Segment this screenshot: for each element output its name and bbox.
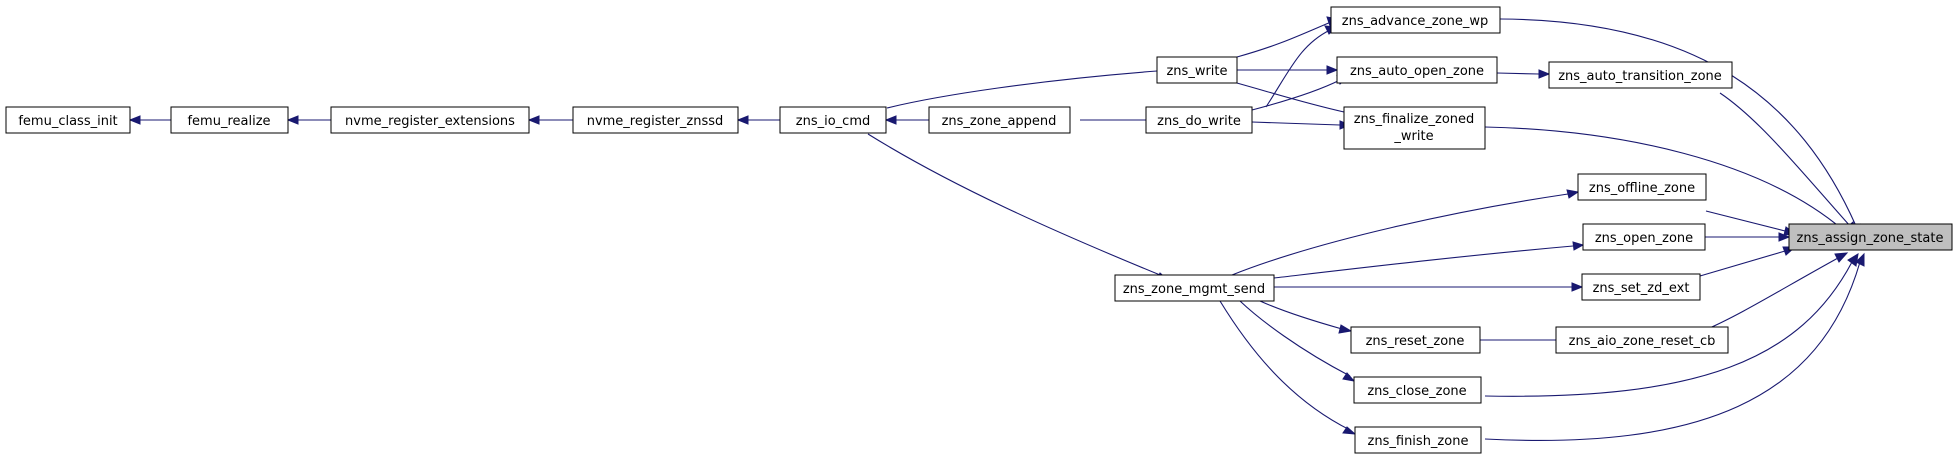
edge-zns-reset-zone-to-zns-zone-mgmt-send [1259,300,1353,334]
edge-nvme-register-znssd-to-nvme-register-extensions [527,115,573,125]
node-label: zns_auto_open_zone [1350,64,1484,79]
edge-zns-assign-zone-state-to-zns-finish-zone [1484,252,1865,442]
node-label: zns_close_zone [1367,384,1466,399]
node-label: zns_do_write [1157,114,1241,129]
edge-nvme-register-extensions-to-femu-realize [286,115,331,125]
node-zns-zone-append[interactable]: zns_zone_append [928,106,1071,134]
node-zns-do-write[interactable]: zns_do_write [1145,106,1253,134]
node-zns-finalize-zoned-write[interactable]: zns_finalize_zoned _write [1343,106,1486,150]
edge-zns-aio-zone-reset-cb-to-zns-reset-zone [1480,335,1568,345]
node-label: nvme_register_znssd [587,114,724,129]
node-zns-offline-zone[interactable]: zns_offline_zone [1577,173,1707,201]
edge-zns-assign-zone-state-to-zns-offline-zone [1705,210,1797,236]
node-label: zns_advance_zone_wp [1342,14,1489,29]
node-label: zns_io_cmd [796,114,870,129]
node-zns-open-zone[interactable]: zns_open_zone [1582,223,1706,251]
edge-zns-open-zone-to-zns-zone-mgmt-send [1273,241,1585,279]
node-label: zns_auto_transition_zone [1558,69,1722,84]
edge-zns-offline-zone-to-zns-zone-mgmt-send [1231,189,1580,276]
node-zns-auto-open-zone[interactable]: zns_auto_open_zone [1336,56,1498,84]
edge-femu-realize-to-femu-class-init [128,115,171,125]
node-label: zns_zone_mgmt_send [1123,282,1265,297]
node-label: femu_realize [187,114,270,129]
graph-nodes: femu_class_init femu_realize nvme_regist… [5,6,1953,454]
node-label: zns_reset_zone [1366,334,1465,349]
node-label: zns_zone_append [942,114,1057,129]
edge-zns-auto-transition-zone-to-zns-auto-open-zone [1496,69,1551,79]
edge-zns-finalize-zoned-write-to-zns-write [1225,79,1345,113]
edge-zns-assign-zone-state-to-zns-close-zone [1484,253,1859,397]
edge-zns-zone-append-to-zns-io-cmd [884,115,929,125]
node-label: zns_aio_zone_reset_cb [1569,334,1716,349]
node-zns-auto-transition-zone[interactable]: zns_auto_transition_zone [1548,61,1733,89]
edge-zns-advance-zone-wp-to-zns-write [1236,16,1340,58]
node-femu-class-init[interactable]: femu_class_init [5,106,131,134]
node-femu-realize[interactable]: femu_realize [170,106,289,134]
node-zns-aio-zone-reset-cb[interactable]: zns_aio_zone_reset_cb [1555,326,1729,354]
node-zns-set-zd-ext[interactable]: zns_set_zd_ext [1581,273,1701,301]
edge-zns-auto-open-zone-to-zns-do-write [1251,75,1349,111]
node-label: zns_offline_zone [1589,181,1695,196]
node-zns-advance-zone-wp[interactable]: zns_advance_zone_wp [1330,6,1501,34]
edge-zns-zone-mgmt-send-to-zns-io-cmd [867,133,1170,282]
node-nvme-register-znssd[interactable]: nvme_register_znssd [572,106,739,134]
edge-zns-write-to-zns-io-cmd [886,66,1169,109]
node-label: zns_open_zone [1595,231,1693,246]
edge-zns-set-zd-ext-to-zns-zone-mgmt-send [1274,282,1584,292]
edge-zns-assign-zone-state-to-zns-set-zd-ext [1699,246,1797,277]
node-label: nvme_register_extensions [345,114,515,129]
edge-zns-do-write-to-zns-zone-append [1080,115,1158,125]
node-zns-assign-zone-state[interactable]: zns_assign_zone_state [1788,223,1953,251]
edge-zns-assign-zone-state-to-zns-open-zone [1705,232,1791,242]
node-label-line-2: _write [1393,129,1433,144]
edge-zns-assign-zone-state-to-zns-auto-transition-zone [1719,92,1857,236]
node-zns-io-cmd[interactable]: zns_io_cmd [779,106,887,134]
node-label: zns_finish_zone [1368,434,1469,449]
edge-zns-close-zone-to-zns-zone-mgmt-send [1239,300,1356,382]
node-label: zns_write [1166,64,1227,79]
edge-zns-finish-zone-to-zns-zone-mgmt-send [1219,300,1357,435]
node-zns-reset-zone[interactable]: zns_reset_zone [1350,326,1481,354]
node-label: femu_class_init [18,114,117,129]
node-label: zns_assign_zone_state [1797,231,1944,246]
edge-zns-io-cmd-to-nvme-register-znssd [736,115,780,125]
node-zns-write[interactable]: zns_write [1156,56,1238,84]
node-nvme-register-extensions[interactable]: nvme_register_extensions [330,106,530,134]
node-label: zns_set_zd_ext [1593,281,1690,296]
node-zns-zone-mgmt-send[interactable]: zns_zone_mgmt_send [1114,274,1275,302]
edge-zns-finalize-zoned-write-to-zns-do-write [1251,120,1352,130]
node-zns-close-zone[interactable]: zns_close_zone [1353,376,1482,404]
node-zns-finish-zone[interactable]: zns_finish_zone [1354,426,1482,454]
node-label-line-1: zns_finalize_zoned [1354,112,1475,127]
edge-zns-assign-zone-state-to-zns-aio-zone-reset-cb [1704,252,1849,331]
edge-zns-auto-open-zone-to-zns-write [1237,65,1339,75]
